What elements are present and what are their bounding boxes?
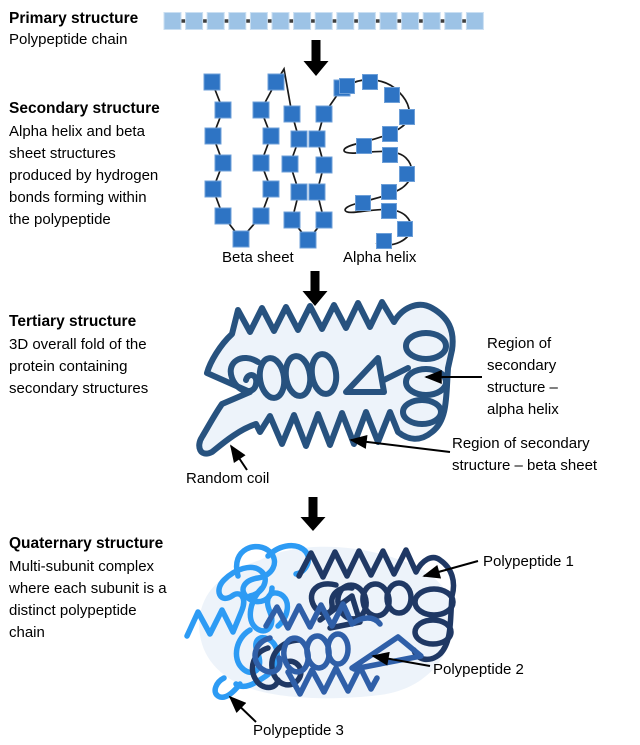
tertiary-helix-loop (400, 397, 444, 427)
secondary-structure-description: Alpha helix and beta sheet structures pr… (9, 123, 159, 228)
alpha-residue-square (381, 184, 397, 200)
residue-square (336, 12, 355, 30)
tertiary-helix-loop (403, 330, 449, 362)
beta-residue-square (214, 154, 232, 172)
quaternary-structure-description: Multi-subunit complex where each subunit… (9, 558, 167, 641)
beta-region-pointer-arrow (349, 434, 451, 453)
alpha-residue-square (399, 109, 415, 125)
beta-residue-square (315, 211, 333, 229)
quaternary-structure-heading: Quaternary structure (9, 535, 164, 552)
beta-residue-square (299, 231, 317, 249)
polypeptide-2-pointer-arrow (371, 651, 431, 667)
alpha-residue-square (376, 233, 392, 249)
alpha-residue-square (382, 126, 398, 142)
beta-residue-square (204, 180, 222, 198)
tertiary-structure-description: 3D overall fold of the protein containin… (9, 336, 149, 397)
residue-square (206, 12, 225, 30)
polypeptide-3-label: Polypeptide 3 (253, 722, 344, 739)
down-arrow-icon (302, 271, 328, 306)
alpha-residue-square (381, 203, 397, 219)
beta-residue-square (252, 101, 270, 119)
tertiary-coil-s (227, 355, 261, 395)
beta-residue-square (232, 230, 250, 248)
beta-residue-square (290, 130, 308, 148)
pointer-arrows (228, 370, 482, 723)
residue-square (314, 12, 333, 30)
tertiary-outline (196, 299, 456, 457)
alpha-residue-square (384, 87, 400, 103)
beta-residue-square (281, 155, 299, 173)
beta-residue-square (315, 105, 333, 123)
residue-square (249, 12, 268, 30)
alpha-region-label: Region of secondary structure – alpha he… (487, 335, 559, 418)
residue-square (185, 12, 204, 30)
polypeptide-3-chain (184, 542, 312, 700)
random-coil-pointer-arrow (230, 444, 248, 471)
tertiary-wedge (343, 355, 387, 395)
residue-square (379, 12, 398, 30)
beta-residue-square (214, 207, 232, 225)
beta-residue-square (203, 73, 221, 91)
residue-square (465, 12, 484, 30)
primary-structure-heading: Primary structure (9, 10, 139, 27)
alpha-residue-square (382, 147, 398, 163)
beta-residue-square (283, 105, 301, 123)
residue-square (401, 12, 420, 30)
polypeptide-chain-diagram (163, 12, 484, 30)
beta-residue-square (204, 127, 222, 145)
polypeptide-3-pointer-arrow (228, 695, 257, 723)
secondary-structure-heading: Secondary structure (9, 100, 160, 117)
residue-square (444, 12, 463, 30)
residue-square (293, 12, 312, 30)
alpha-residue-square (355, 195, 371, 211)
beta-residue-square (214, 101, 232, 119)
beta-residue-square (252, 154, 270, 172)
beta-residue-square (290, 183, 308, 201)
residue-square (271, 12, 290, 30)
beta-residue-square (267, 73, 285, 91)
alpha-helix-label: Alpha helix (343, 249, 417, 266)
residue-square (163, 12, 182, 30)
alpha-residue-square (339, 78, 355, 94)
beta-residue-square (262, 127, 280, 145)
alpha-residue-square (356, 138, 372, 154)
beta-residue-square (308, 183, 326, 201)
tertiary-structure-diagram (196, 299, 456, 457)
beta-residue-square (262, 180, 280, 198)
beta-residue-square (252, 207, 270, 225)
random-coil-label: Random coil (186, 470, 270, 487)
residue-square (422, 12, 441, 30)
beta-residue-square (308, 130, 326, 148)
beta-residue-square (315, 156, 333, 174)
alpha-residue-square (397, 221, 413, 237)
beta-residue-square (283, 211, 301, 229)
alpha-helix-backbone (343, 78, 413, 246)
beta-sheet-label: Beta sheet (222, 249, 294, 266)
residue-square (357, 12, 376, 30)
polypeptide-1-label: Polypeptide 1 (483, 553, 574, 570)
down-arrow-icon (303, 40, 329, 76)
alpha-residue-square (399, 166, 415, 182)
residue-square (228, 12, 247, 30)
secondary-structure-diagram (203, 66, 415, 249)
polypeptide-1-pointer-arrow (422, 560, 479, 579)
polypeptide-2-label: Polypeptide 2 (433, 661, 524, 678)
tertiary-structure-heading: Tertiary structure (9, 313, 137, 330)
beta-region-label: Region of secondary structure – beta she… (452, 435, 598, 474)
primary-structure-subtitle: Polypeptide chain (9, 31, 128, 48)
beta-sheet-backbone (211, 66, 350, 242)
alpha-residue-square (362, 74, 378, 90)
tertiary-helix-loop (403, 366, 449, 398)
down-arrow-icon (300, 497, 326, 531)
quaternary-structure-diagram (184, 542, 457, 700)
